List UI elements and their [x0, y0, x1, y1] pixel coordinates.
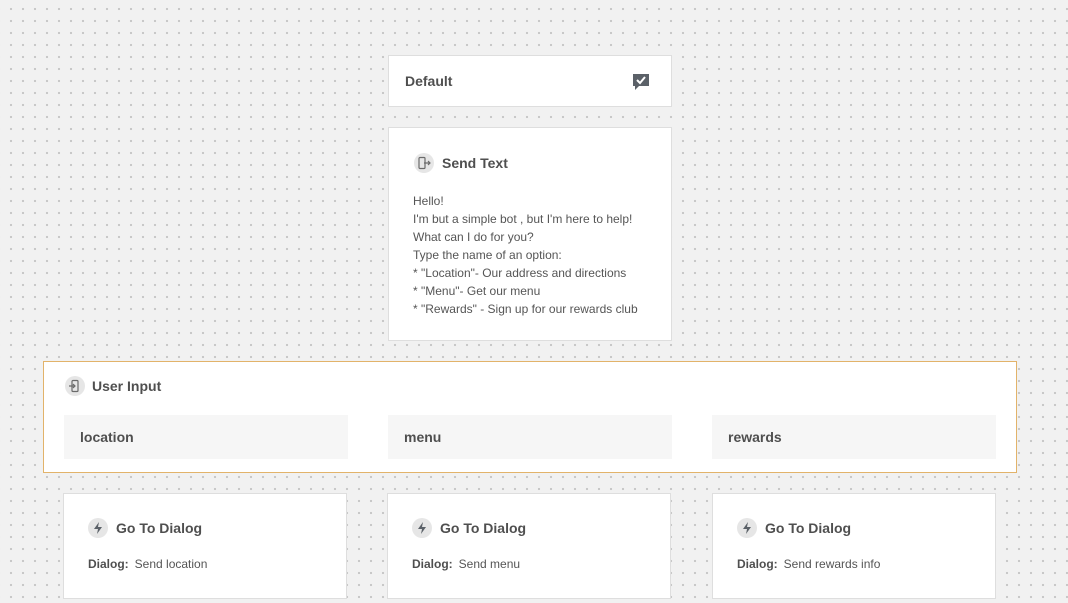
message-line: Hello!: [413, 194, 444, 208]
message-line: * "Rewards" - Sign up for our rewards cl…: [413, 302, 638, 316]
send-text-node[interactable]: Send Text Hello! I'm but a simple bot , …: [388, 127, 672, 341]
goto-dialog-menu[interactable]: Go To Dialog Dialog: Send menu: [387, 493, 671, 599]
goto-dialog-location[interactable]: Go To Dialog Dialog: Send location: [63, 493, 347, 599]
send-text-icon: [414, 153, 434, 173]
goto-dialog-title: Go To Dialog: [116, 520, 203, 536]
send-text-title: Send Text: [442, 155, 508, 171]
message-body: Hello! I'm but a simple bot , but I'm he…: [413, 192, 638, 318]
goto-dialog-title: Go To Dialog: [765, 520, 852, 536]
dialog-target: Dialog: Send rewards info: [737, 557, 880, 571]
message-line: Type the name of an option:: [413, 248, 562, 262]
dialog-value: Send menu: [458, 557, 521, 571]
dialog-target: Dialog: Send menu: [412, 557, 520, 571]
chat-check-icon: [631, 72, 651, 97]
dialog-label: Dialog:: [412, 557, 453, 571]
message-line: * "Menu"- Get our menu: [413, 284, 541, 298]
dialog-label: Dialog:: [88, 557, 129, 571]
user-input-title: User Input: [92, 378, 162, 394]
user-input-icon: [65, 376, 85, 396]
option-location[interactable]: location: [64, 415, 348, 459]
option-menu[interactable]: menu: [388, 415, 672, 459]
dialog-label: Dialog:: [737, 557, 778, 571]
goto-dialog-title: Go To Dialog: [440, 520, 527, 536]
message-line: I'm but a simple bot , but I'm here to h…: [413, 212, 633, 226]
dialog-value: Send rewards info: [783, 557, 881, 571]
message-line: What can I do for you?: [413, 230, 534, 244]
default-node-title: Default: [405, 73, 453, 89]
dialog-target: Dialog: Send location: [88, 557, 207, 571]
goto-dialog-rewards[interactable]: Go To Dialog Dialog: Send rewards info: [712, 493, 996, 599]
default-node[interactable]: Default: [388, 55, 672, 107]
option-rewards[interactable]: rewards: [712, 415, 996, 459]
lightning-icon: [88, 518, 108, 538]
user-input-node[interactable]: User Input location menu rewards: [43, 361, 1017, 473]
lightning-icon: [737, 518, 757, 538]
message-line: * "Location"- Our address and directions: [413, 266, 627, 280]
lightning-icon: [412, 518, 432, 538]
dialog-value: Send location: [134, 557, 208, 571]
